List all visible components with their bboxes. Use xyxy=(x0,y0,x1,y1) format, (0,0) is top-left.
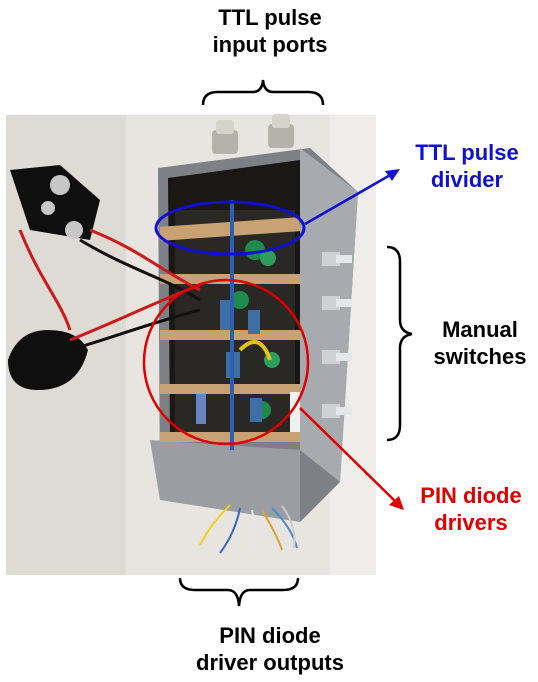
driver-outputs-line1: PIN diode xyxy=(219,623,321,648)
driver-outputs-label: PIN diode driver outputs xyxy=(140,622,400,676)
diode-drivers-line2: drivers xyxy=(434,510,508,535)
output-wires xyxy=(199,504,298,556)
driver-outputs-line2: driver outputs xyxy=(196,650,344,675)
input-ports-line1: TTL pulse xyxy=(218,5,322,30)
input-ports-label: TTL pulse input ports xyxy=(180,4,360,58)
pulse-divider-line2: divider xyxy=(430,167,504,192)
input-ports-line2: input ports xyxy=(212,32,328,57)
bottom-brace xyxy=(178,577,300,607)
toggle-switch-icon xyxy=(322,252,352,418)
manual-switches-label: Manual switches xyxy=(420,316,538,370)
divider-arrow xyxy=(304,172,393,226)
drivers-arrowhead xyxy=(389,496,404,510)
divider-arrowhead xyxy=(385,169,400,181)
battery-snap-connector-icon xyxy=(8,165,100,390)
pulse-divider-label: TTL pulse divider xyxy=(392,139,538,193)
right-brace xyxy=(386,245,413,442)
components xyxy=(196,200,300,450)
pulse-divider-line1: TTL pulse xyxy=(415,140,519,165)
divider-highlight-ellipse xyxy=(154,200,306,256)
manual-switches-line2: switches xyxy=(433,344,527,369)
drivers-arrow xyxy=(299,407,397,503)
top-brace xyxy=(201,79,325,106)
bnc-port-icon xyxy=(212,114,294,154)
manual-switches-line1: Manual xyxy=(442,317,518,342)
diode-drivers-line1: PIN diode xyxy=(420,483,522,508)
drivers-highlight-circle xyxy=(142,278,310,446)
diode-drivers-label: PIN diode drivers xyxy=(396,482,538,536)
